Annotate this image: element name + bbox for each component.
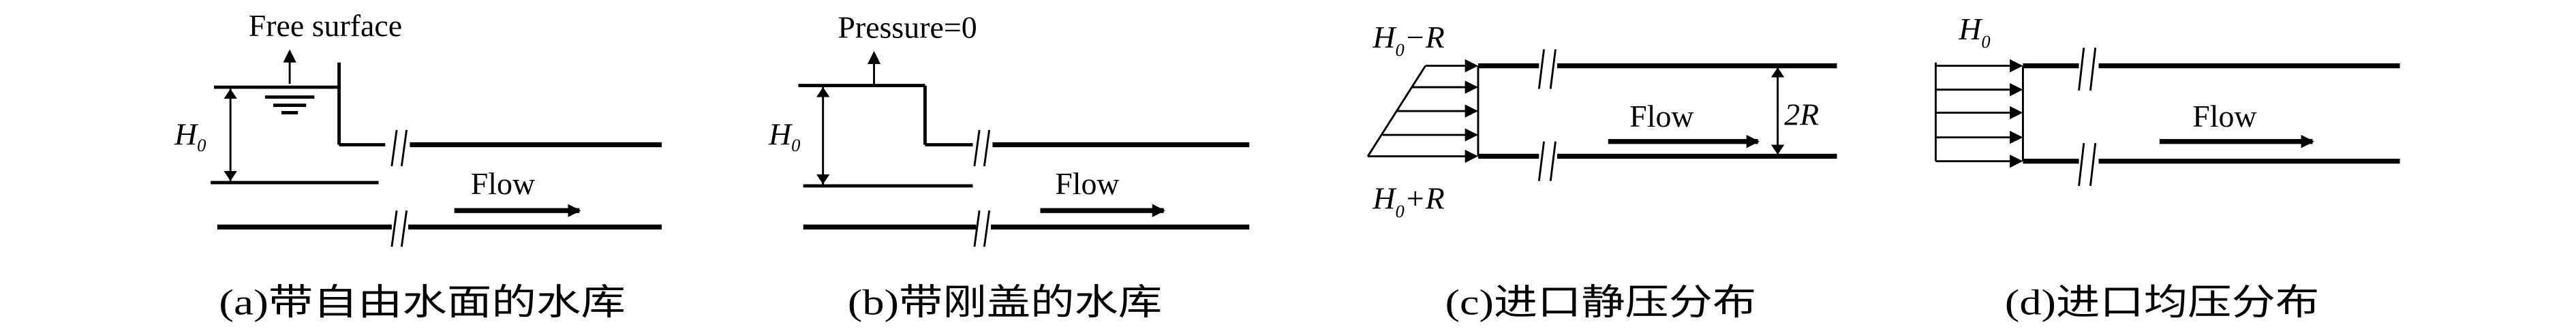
flow-label: Flow [1629,99,1693,134]
panel-d-inlet-uniform-pressure: H0 Flow (d)进口均压分布 [1934,12,2400,322]
pressure-zero-label: Pressure=0 [838,10,977,45]
height-label: H0 [768,117,800,156]
panel-b-rigid-lid-reservoir: Pressure=0 H0 Flow (b)带刚盖的水库 [768,10,1250,322]
pipe-break-mark-icon [2078,47,2097,187]
height-label: H0 [174,117,206,156]
water-surface-symbol-icon [264,95,315,114]
panel-c-inlet-static-pressure: H0−R 2R Flow H0+R (c)进口静压分布 [1366,20,1837,322]
pressure-distribution-arrows [1366,59,1478,163]
bottom-pressure-label: H0+R [1372,181,1444,221]
uniform-pressure-label: H0 [1958,12,1990,52]
pipe-break-mark-icon [390,129,408,247]
caption-c: (c)进口静压分布 [1445,283,1756,322]
flow-label: Flow [471,166,535,201]
free-surface-label: Free surface [249,8,402,43]
diameter-label: 2R [1784,97,1819,132]
panel-a-free-surface-reservoir: Free surface H0 Flow (a)带自由水面的水库 [174,8,662,322]
caption-d: (d)进口均压分布 [2005,283,2319,322]
caption-b: (b)带刚盖的水库 [848,283,1162,322]
flow-label: Flow [1055,166,1119,201]
pipe-break-mark-icon [1537,49,1557,181]
flow-label: Flow [2192,99,2256,134]
pipe-break-mark-icon [973,129,991,247]
caption-a: (a)带自由水面的水库 [219,283,626,322]
top-pressure-label: H0−R [1372,20,1444,60]
pressure-distribution-arrows [1934,59,2023,168]
